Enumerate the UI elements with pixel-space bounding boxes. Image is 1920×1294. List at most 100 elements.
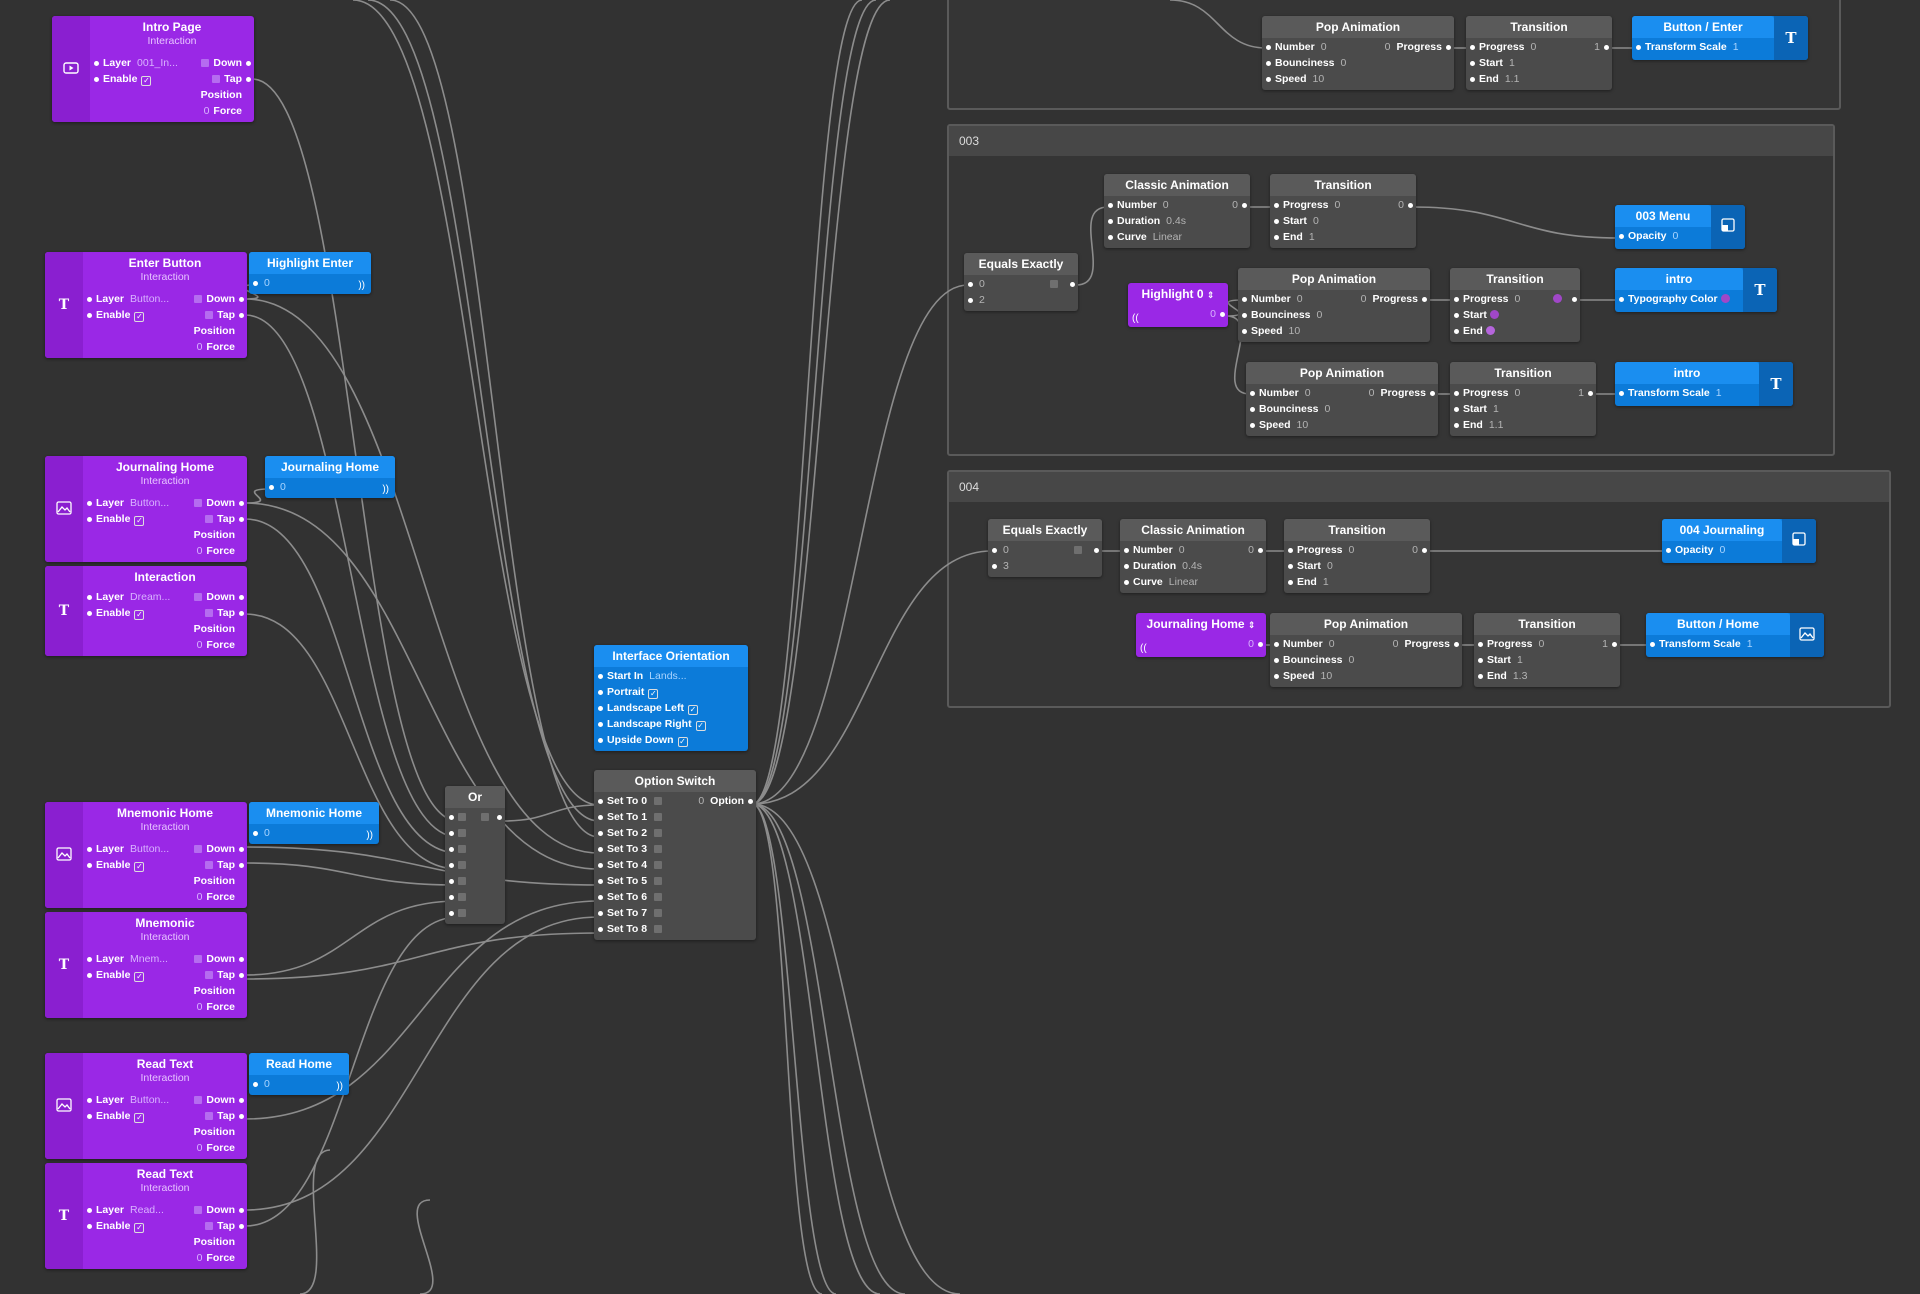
checkbox[interactable]: ✓ [648, 689, 659, 699]
or-input-port[interactable] [445, 842, 470, 856]
port-output[interactable]: 0 [1412, 543, 1430, 557]
checkbox[interactable]: ✓ [134, 312, 145, 322]
port-enable[interactable]: Enable✓ [83, 1109, 145, 1123]
highlight-enter-node[interactable]: Highlight Enter 0 )) [249, 252, 371, 294]
checkbox[interactable]: ✓ [134, 610, 145, 620]
port-end[interactable]: End [1450, 324, 1495, 338]
port-down[interactable]: Down [194, 952, 247, 966]
highlight-0-node[interactable]: Highlight 0 ⇕ 0 (( [1128, 283, 1228, 327]
port-input-a[interactable]: 0 [964, 277, 985, 291]
equals-exactly-node[interactable]: Equals Exactly 0 2 [964, 253, 1078, 311]
color-swatch[interactable] [1485, 326, 1495, 335]
or-input-port[interactable] [445, 810, 470, 824]
port-landscape-right[interactable]: Landscape Right✓ [594, 717, 706, 731]
mnemonic-home-splitter-node[interactable]: Mnemonic Home 0 )) [249, 802, 379, 844]
checkbox[interactable]: ✓ [134, 1113, 145, 1123]
or-input-port[interactable] [445, 890, 470, 904]
port-landscape-left[interactable]: Landscape Left✓ [594, 701, 699, 715]
port-value[interactable]: 0 [265, 480, 286, 494]
port-input-a[interactable]: 0 [988, 543, 1009, 557]
port-output[interactable]: 1 [1578, 386, 1596, 400]
port-position[interactable]: Position [193, 1236, 235, 1248]
port-output[interactable]: 0 [1232, 198, 1250, 212]
port-output[interactable] [1553, 292, 1580, 306]
port-enable[interactable]: Enable✓ [83, 512, 145, 526]
or-input-port[interactable] [445, 906, 470, 920]
option-switch-input-port[interactable]: Set To 5 [594, 874, 666, 888]
journaling-home-splitter-node[interactable]: Journaling Home 0 )) [265, 456, 395, 498]
port-position[interactable]: Position [193, 623, 235, 635]
port-tap[interactable]: Tap [205, 858, 247, 872]
port-typography-color[interactable]: Typography Color [1615, 292, 1730, 306]
port-output[interactable]: 1 [1594, 40, 1612, 54]
port-input-b[interactable]: 2 [964, 293, 985, 307]
checkbox[interactable]: ✓ [134, 1223, 145, 1233]
checkbox[interactable]: ✓ [134, 862, 145, 872]
port-upside-down[interactable]: Upside Down✓ [594, 733, 688, 747]
port-enable[interactable]: Enable✓ [90, 72, 152, 86]
option-switch-input-port[interactable]: Set To 3 [594, 842, 666, 856]
port-output[interactable]: 0 [1398, 198, 1416, 212]
intro-typography-color-node[interactable]: intro Typography Color T [1615, 268, 1777, 312]
journaling-home-value-node[interactable]: Journaling Home ⇕ 0 (( [1136, 613, 1266, 657]
checkbox[interactable]: ✓ [141, 76, 152, 86]
port-enable[interactable]: Enable✓ [83, 1219, 145, 1233]
port-output[interactable]: 0 [1248, 637, 1266, 651]
port-tap[interactable]: Tap [205, 308, 247, 322]
option-switch-node[interactable]: Option Switch Set To 0 Set To 1 Set To 2… [594, 770, 756, 940]
option-switch-input-port[interactable]: Set To 6 [594, 890, 666, 904]
sort-arrows-icon[interactable]: ⇕ [1247, 620, 1256, 630]
or-output-port[interactable] [481, 810, 505, 824]
port-down[interactable]: Down [194, 842, 247, 856]
or-node[interactable]: Or [445, 786, 505, 924]
port-tap[interactable]: Tap [212, 72, 254, 86]
port-position[interactable]: Position [193, 325, 235, 337]
option-switch-input-port[interactable]: Set To 8 [594, 922, 666, 936]
port-down[interactable]: Down [194, 1203, 247, 1217]
port-value[interactable]: 0 [249, 826, 270, 840]
port-output[interactable]: 0 [1210, 307, 1228, 321]
